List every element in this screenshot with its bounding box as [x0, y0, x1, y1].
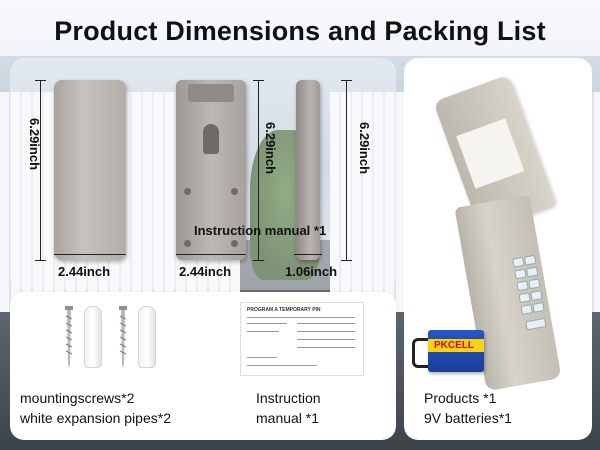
back-width-line [176, 254, 246, 255]
back-height-label: 6.29inch [263, 122, 278, 175]
parts-label: mountingscrews*2 white expansion pipes*2 [20, 388, 171, 428]
keypad-key [512, 256, 525, 268]
battery-brand-logo: PKCELL [434, 340, 474, 351]
manual-caption: Instruction manual *1 [194, 223, 327, 238]
expansion-pipes-count: white expansion pipes*2 [20, 410, 171, 426]
side-height-line [346, 80, 347, 260]
keypad-front-view [54, 80, 126, 260]
side-height-label: 6.29inch [357, 122, 372, 175]
products-count: Products *1 [424, 390, 497, 406]
manual-label: Instruction manual *1 [256, 390, 321, 426]
keypad-key [526, 266, 539, 278]
products-label: Products *1 9V batteries*1 [424, 388, 512, 428]
keypad-key [514, 268, 527, 280]
keyhole-slot-icon [203, 124, 219, 154]
keypad-back-view [176, 80, 246, 260]
manual-heading: PROGRAM A TEMPORARY PIN [247, 307, 321, 313]
screw-hole-icon [184, 240, 191, 247]
batteries-count: 9V batteries*1 [424, 410, 512, 426]
keypad-key [530, 290, 543, 301]
page-title: Product Dimensions and Packing List [54, 16, 546, 46]
9v-battery: PKCELL [428, 330, 484, 372]
keypad-key [518, 292, 531, 304]
front-height-tick-top [35, 80, 46, 81]
back-height-tick-bottom [253, 260, 264, 261]
mounting-tab [188, 84, 234, 102]
keypad-key [520, 304, 533, 315]
back-width-label: 2.44inch [179, 264, 232, 279]
expansion-pipe-icon [84, 306, 102, 368]
screw-icon [65, 306, 73, 368]
screw-hole-icon [231, 188, 238, 195]
side-depth-line [294, 254, 322, 255]
keypad-key [532, 302, 545, 313]
screws-count: mountingscrews*2 [20, 390, 135, 406]
front-height-line [40, 80, 41, 260]
front-height-tick-bottom [35, 260, 46, 261]
screw-icon [119, 306, 127, 368]
screw-hole-icon [231, 240, 238, 247]
side-depth-label: 1.06inch [285, 264, 338, 279]
keypad-key [516, 280, 529, 292]
expansion-pipe-icon [138, 306, 156, 368]
title-band [0, 0, 600, 56]
back-height-tick-top [253, 80, 264, 81]
front-width-line [54, 254, 126, 255]
screw-hole-icon [184, 188, 191, 195]
keypad-key [528, 278, 541, 290]
instruction-manual-image: PROGRAM A TEMPORARY PIN [240, 302, 364, 376]
front-width-label: 2.44inch [58, 264, 111, 279]
back-height-line [258, 80, 259, 260]
front-height-label: 6.29inch [27, 118, 42, 171]
keypad-side-view [296, 80, 320, 260]
side-height-tick-bottom [341, 260, 352, 261]
instruction-sticker [456, 118, 525, 189]
enter-key [525, 317, 547, 331]
keypad-key [523, 254, 537, 266]
side-height-tick-top [341, 80, 352, 81]
